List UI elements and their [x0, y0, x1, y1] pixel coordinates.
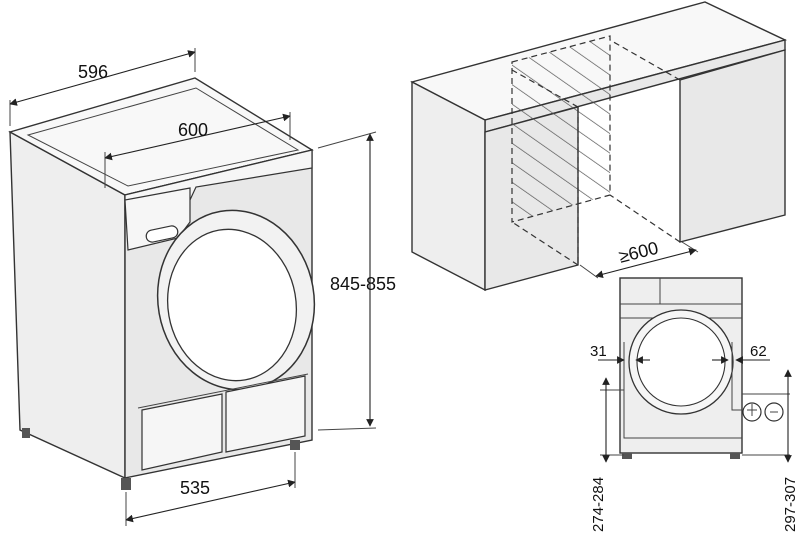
rear-foot-right: [730, 453, 740, 459]
rear-foot-left: [622, 453, 632, 459]
dim-height: 845-855: [317, 131, 396, 431]
dim-width-label: 596: [78, 62, 108, 82]
dryer-door-glass: [166, 228, 298, 382]
drain-hose-path: [623, 390, 742, 439]
rear-drum-inner: [636, 317, 726, 407]
niche-back-wall: [511, 35, 611, 223]
dryer-unit: [8, 77, 316, 490]
foot-front-right: [290, 440, 300, 450]
dim-depth-label: 600: [178, 120, 208, 140]
plinth-left-panel: [141, 393, 223, 471]
rear-view: [619, 277, 784, 459]
dim-niche-depth-label: ≥600: [617, 238, 661, 267]
dim-niche-depth: ≥600: [579, 238, 699, 279]
dim-width: 596: [9, 48, 196, 126]
foot-front-left: [121, 478, 131, 490]
dim-right-height: 297-307: [742, 369, 799, 532]
dim-foot-spacing-label: 535: [180, 478, 210, 498]
dim-depth: 600: [104, 112, 291, 188]
foot-back-left: [22, 428, 30, 438]
dim-left-offset-label: 31: [590, 343, 607, 360]
dim-left-height-label: 274-284: [590, 477, 607, 532]
niche-installation: [410, 1, 788, 292]
dim-right-height-label: 297-307: [782, 477, 799, 532]
dim-foot-spacing: 535: [125, 452, 296, 526]
dim-left-height: 274-284: [590, 377, 624, 532]
plinth-top-line: [137, 373, 309, 409]
right-cabinet-front: [679, 49, 786, 243]
dim-right-offset: 62: [712, 342, 770, 400]
plinth-right-panel: [225, 375, 306, 453]
dim-right-offset-label: 62: [750, 343, 767, 360]
program-dial-slot: [145, 225, 179, 243]
dim-height-label: 845-855: [330, 274, 396, 294]
